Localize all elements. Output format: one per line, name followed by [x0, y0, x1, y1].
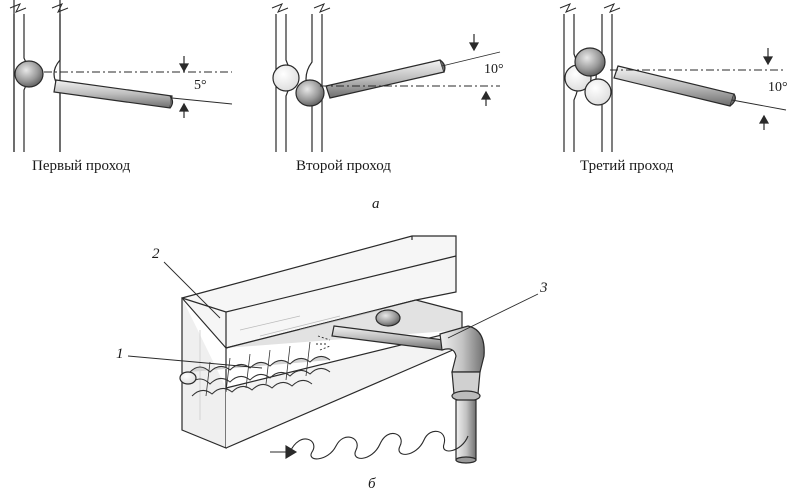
weld-bead-light [272, 64, 300, 92]
callout-leader-2 [163, 261, 221, 319]
oscillation-path [270, 430, 469, 460]
weld-bead-dark [14, 60, 44, 88]
electrode-holder [439, 325, 485, 373]
callout-leader-1 [127, 355, 263, 369]
weld-bead-light [584, 78, 612, 106]
pass-3-sketch [559, 3, 787, 152]
pass-2-angle: 10° [484, 62, 504, 77]
callout-leader-3 [447, 293, 539, 339]
pass-2-sketch [271, 3, 501, 152]
pass-3-angle: 10° [768, 80, 788, 95]
callout-1: 1 [116, 346, 124, 362]
welding-assembly-sketch [127, 235, 539, 464]
callout-2: 2 [152, 246, 160, 262]
pass-2-caption: Второй проход [296, 158, 391, 174]
electrode [325, 59, 445, 99]
weld-seam [189, 341, 331, 397]
pass-1-caption: Первый проход [32, 158, 131, 174]
weld-bead-dark [295, 79, 325, 107]
part-a-label: а [372, 196, 380, 212]
callout-3: 3 [540, 280, 548, 296]
pass-3-caption: Третий проход [580, 158, 674, 174]
pass-1-angle: 5° [194, 78, 207, 93]
pass-1-sketch [9, 0, 233, 152]
electrode [53, 79, 173, 109]
electrode [613, 65, 735, 107]
weld-bead-dark [574, 47, 606, 77]
part-b-label: б [368, 476, 376, 492]
